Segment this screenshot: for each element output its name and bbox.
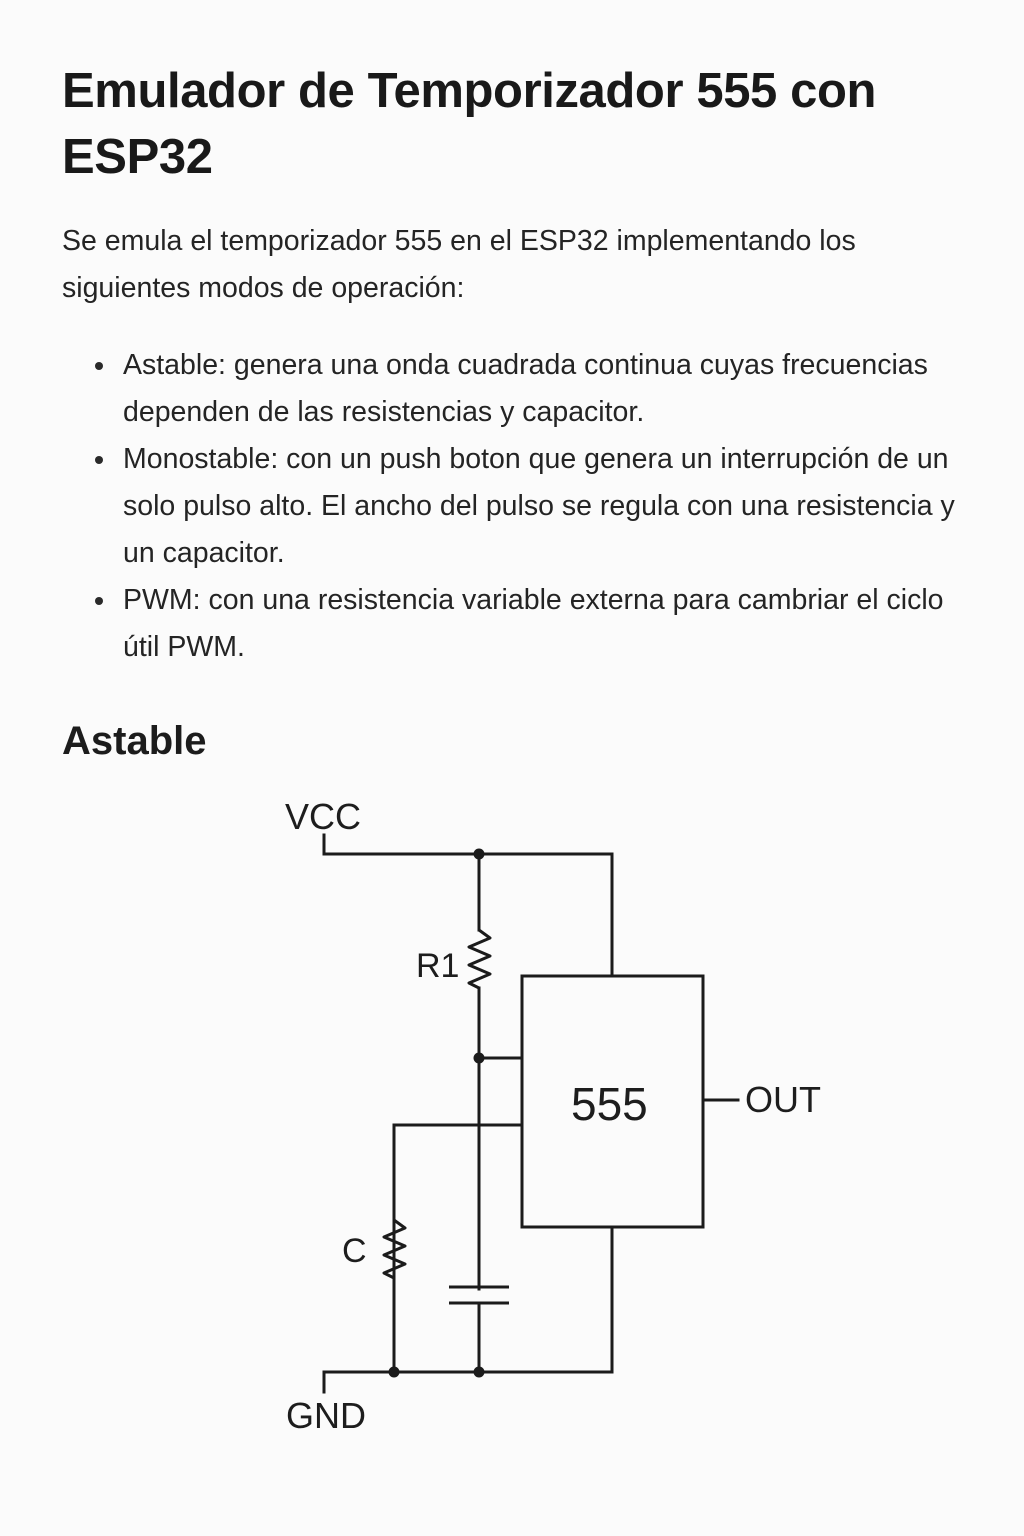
schematic-wires xyxy=(322,833,740,1394)
capacitor-branch-wire xyxy=(392,1123,524,1373)
timer-555-chip xyxy=(520,974,705,1229)
gnd-label: GND xyxy=(286,1395,366,1436)
page-title: Emulador de Temporizador 555 con ESP32 xyxy=(62,64,877,184)
mode-item-pwm: PWM: con una resistencia variable extern… xyxy=(62,577,982,671)
vcc-label: VCC xyxy=(285,796,361,837)
mode-item-astable: Astable: genera una onda cuadrada contin… xyxy=(62,342,982,436)
r1-resistor-symbol xyxy=(467,928,492,990)
gnd-wire xyxy=(322,1225,614,1394)
discharge-junction-node xyxy=(473,1052,485,1064)
left-ground-junction-node xyxy=(388,1366,400,1378)
vcc-junction-node xyxy=(473,848,485,860)
r1-label: R1 xyxy=(416,947,459,985)
astable-schematic-diagram: VCC GND R1 C 555 OUT xyxy=(285,796,821,1436)
bullet-icon xyxy=(95,597,103,605)
mode-text-pwm: PWM: con una resistencia variable extern… xyxy=(123,584,944,663)
timer-555-label: 555 xyxy=(571,1078,648,1130)
operation-modes-list: Astable: genera una onda cuadrada contin… xyxy=(62,342,982,671)
vcc-wire xyxy=(322,833,614,978)
out-label: OUT xyxy=(745,1079,821,1120)
capacitor-ground-junction-node xyxy=(473,1366,485,1378)
bullet-icon xyxy=(95,456,103,464)
astable-section-title: Astable xyxy=(62,719,207,763)
bullet-icon xyxy=(95,362,103,370)
capacitor-symbol xyxy=(449,1285,509,1305)
c-resistor-symbol xyxy=(382,1218,407,1280)
mode-text-astable: Astable: genera una onda cuadrada contin… xyxy=(123,349,928,428)
mode-item-monostable: Monostable: con un push boton que genera… xyxy=(62,436,982,577)
c-label: C xyxy=(342,1232,367,1270)
intro-paragraph: Se emula el temporizador 555 en el ESP32… xyxy=(62,225,856,304)
mode-text-monostable: Monostable: con un push boton que genera… xyxy=(123,443,955,569)
